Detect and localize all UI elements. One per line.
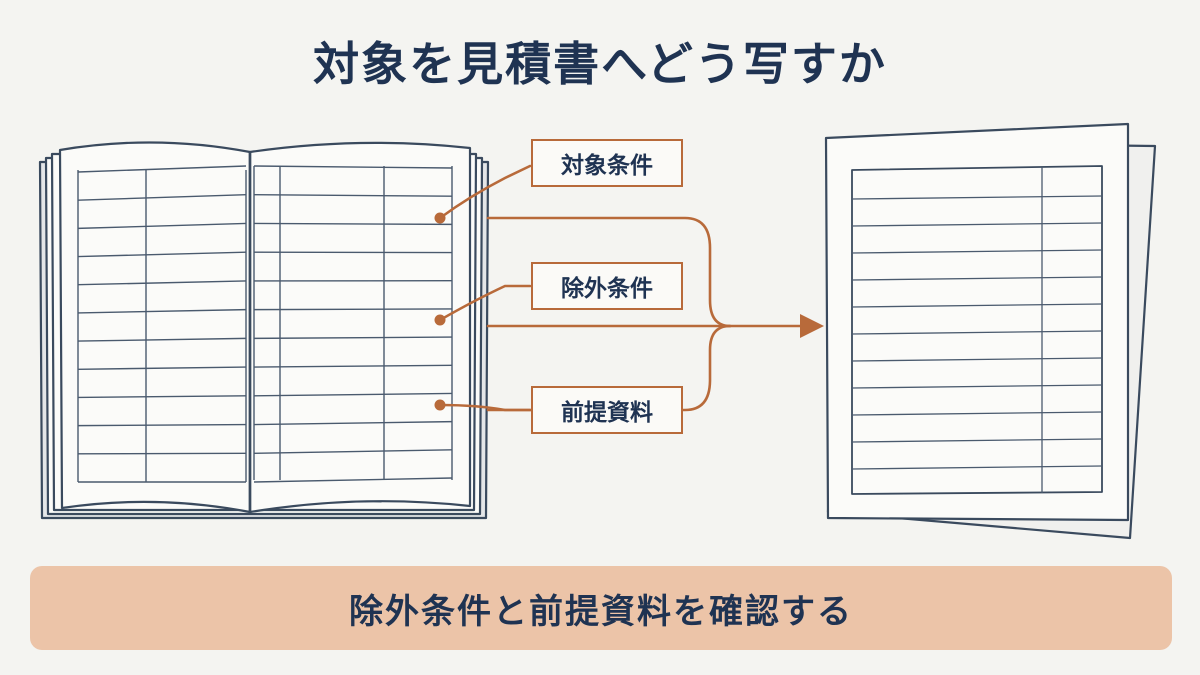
label-target-conditions: 対象条件: [531, 139, 683, 187]
sheet-grid-row: [851, 384, 1103, 389]
sheet-grid-row: [851, 357, 1103, 362]
book-grid-row: [77, 251, 247, 258]
label-premise-materials: 前提資料: [531, 386, 683, 434]
sheet-grid-row: [851, 222, 1103, 227]
flow-top: [486, 216, 732, 328]
book-grid-row: [253, 392, 453, 397]
sheet-grid-row: [851, 276, 1103, 281]
book-grid-row: [253, 336, 453, 340]
book-grid-row: [253, 364, 453, 368]
connector-lines: [438, 164, 802, 412]
bottom-banner: 除外条件と前提資料を確認する: [30, 566, 1172, 650]
sheet-front: [824, 122, 1130, 522]
connector-dots: [434, 212, 446, 411]
book-grid-row: [77, 423, 247, 427]
sheet-grid-row: [851, 465, 1103, 470]
book-grid-row: [253, 420, 453, 426]
label-exclusion-conditions: 除外条件: [531, 262, 683, 310]
book-grid-row: [253, 449, 453, 454]
estimate-sheet-icon: [824, 122, 1157, 540]
dot-exclusion: [434, 314, 446, 326]
sheet-table-frame: [851, 165, 1103, 495]
sheet-grid-row: [851, 411, 1103, 416]
connector-target: [438, 164, 532, 220]
book-grid-row: [253, 222, 453, 226]
page-title: 対象を見積書へどう写すか: [313, 37, 887, 91]
dot-premise: [434, 399, 446, 411]
book-grid-row: [77, 395, 247, 399]
sheet-grid-row: [851, 249, 1103, 254]
book-grid-row: [77, 308, 247, 314]
open-book-icon: [38, 141, 490, 520]
book-grid-row: [77, 222, 247, 230]
book-grid-row: [253, 165, 453, 169]
book-grid-row: [77, 280, 247, 286]
dot-target: [434, 212, 446, 224]
book-grid-row: [77, 452, 247, 455]
sheet-grid-row: [851, 438, 1103, 443]
book-grid-row: [253, 194, 453, 197]
book-grid-row: [77, 194, 247, 201]
sheet-table-grid: [851, 167, 1103, 493]
book-table-grid: [77, 165, 453, 483]
book-grid-row: [253, 477, 453, 483]
book-grid-row: [77, 165, 247, 173]
sheet-grid-row: [851, 303, 1103, 308]
connector-exclusion: [438, 284, 532, 322]
sheet-grid-row: [851, 330, 1103, 335]
book-right-page: [248, 141, 472, 514]
book-grid-row: [253, 308, 453, 311]
sheet-grid-row: [851, 195, 1103, 200]
flow-bottom: [486, 324, 732, 412]
book-grid-row: [77, 337, 247, 342]
arrow-head-icon: [800, 314, 824, 338]
book-grid-row: [77, 366, 247, 370]
